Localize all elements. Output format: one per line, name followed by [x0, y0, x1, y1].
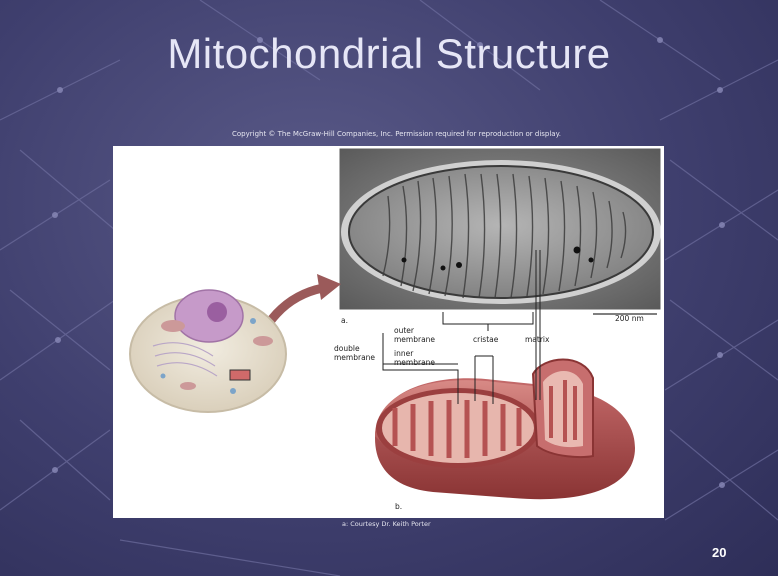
- mitochondrion-3d: [375, 358, 635, 500]
- slide-number: 20: [712, 545, 727, 560]
- electron-micrograph: [338, 147, 662, 315]
- label-inner-membrane: inner membrane: [394, 349, 436, 367]
- zoom-arrow-head: [317, 274, 341, 300]
- label-cristae: cristae: [473, 335, 499, 344]
- copyright-notice: Copyright © The McGraw-Hill Companies, I…: [232, 130, 561, 138]
- mitochondria-figure: a. 200 nm double membrane outer membrane…: [113, 146, 664, 518]
- slide-title: Mitochondrial Structure: [167, 30, 611, 77]
- label-a: a.: [341, 316, 348, 325]
- label-outer-membrane: outer membrane: [394, 326, 436, 344]
- label-b: b.: [395, 502, 403, 511]
- image-credit: a: Courtesy Dr. Keith Porter: [342, 520, 431, 528]
- cell-illustration: [129, 289, 287, 413]
- leader-lines: [382, 250, 541, 404]
- label-double-membrane: double membrane: [334, 344, 376, 362]
- label-matrix: matrix: [525, 335, 550, 344]
- mitochondria-illustration: [129, 147, 662, 500]
- scale-bar-label: 200 nm: [615, 314, 644, 323]
